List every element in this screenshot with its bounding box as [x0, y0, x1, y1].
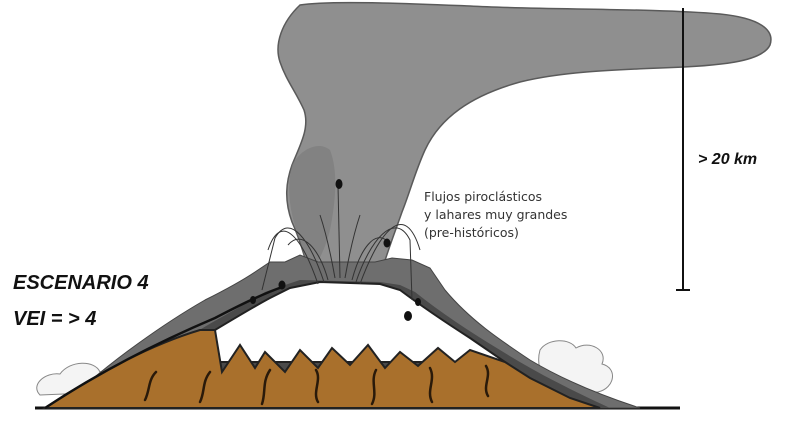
scenario-title: ESCENARIO 4 [13, 272, 149, 295]
flow-line-1: Flujos piroclásticos [424, 188, 567, 206]
flow-line-2: y lahares muy grandes [424, 206, 567, 224]
height-label: > 20 km [698, 151, 790, 169]
vei-label: VEI = > 4 [13, 308, 96, 331]
flow-line-3: (pre-históricos) [424, 224, 567, 242]
flow-annotation: Flujos piroclásticos y lahares muy grand… [424, 188, 567, 242]
